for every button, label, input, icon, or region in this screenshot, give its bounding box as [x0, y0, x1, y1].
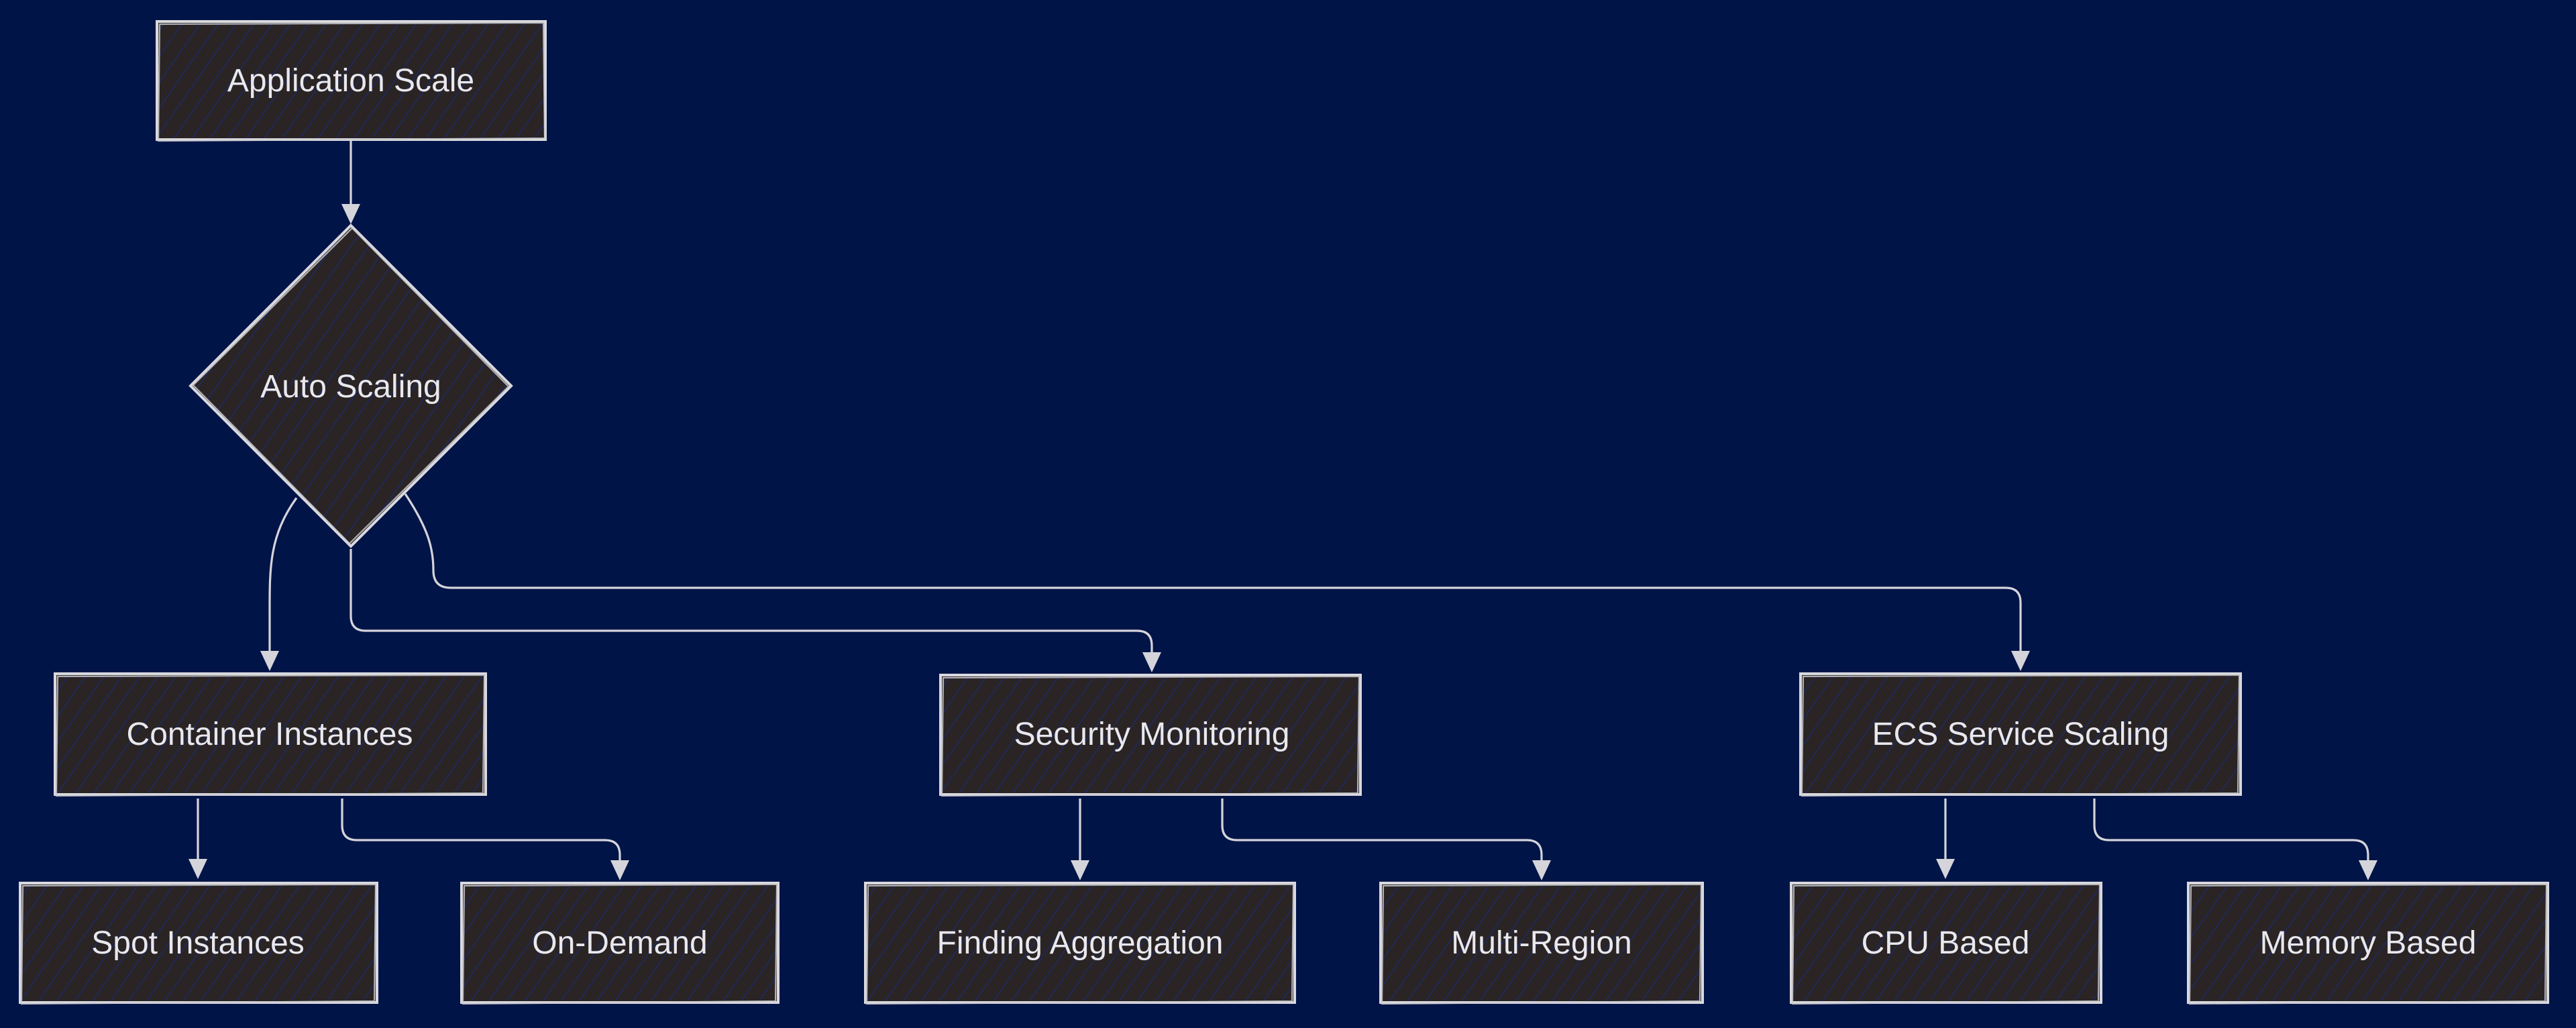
- node-ecs-service-scaling[interactable]: ECS Service Scaling: [1799, 672, 2242, 797]
- node-multi-region[interactable]: Multi-Region: [1379, 882, 1704, 1005]
- node-security-monitoring[interactable]: Security Monitoring: [939, 674, 1362, 797]
- node-label-on-demand: On-Demand: [532, 925, 707, 961]
- edge-security-monitoring-to-finding-aggregation: [1071, 799, 1089, 880]
- node-cpu-based[interactable]: CPU Based: [1790, 882, 2102, 1005]
- edge-auto-scaling-to-ecs-service-scaling: [404, 493, 2030, 671]
- edge-auto-scaling-to-security-monitoring: [350, 549, 1161, 672]
- edge-security-monitoring-to-multi-region: [1221, 799, 1551, 880]
- node-auto-scaling[interactable]: Auto Scaling: [189, 223, 513, 548]
- edge-ecs-service-scaling-to-memory-based: [2093, 799, 2377, 880]
- node-label-auto-scaling: Auto Scaling: [260, 369, 441, 405]
- node-label-multi-region: Multi-Region: [1451, 925, 1631, 961]
- node-label-ecs-service-scaling: ECS Service Scaling: [1872, 717, 2169, 752]
- edge-container-instances-to-on-demand: [341, 799, 629, 880]
- edge-container-instances-to-spot-instances: [189, 799, 207, 879]
- node-spot-instances[interactable]: Spot Instances: [19, 882, 378, 1005]
- node-label-finding-aggregation: Finding Aggregation: [937, 925, 1224, 961]
- edge-application-scale-to-auto-scaling: [341, 141, 360, 224]
- node-label-memory-based: Memory Based: [2260, 925, 2477, 961]
- node-application-scale[interactable]: Application Scale: [156, 20, 547, 142]
- node-label-cpu-based: CPU Based: [1862, 925, 2030, 961]
- node-label-container-instances: Container Instances: [127, 717, 413, 752]
- node-finding-aggregation[interactable]: Finding Aggregation: [864, 882, 1296, 1005]
- node-label-security-monitoring: Security Monitoring: [1014, 717, 1290, 752]
- node-label-spot-instances: Spot Instances: [91, 925, 305, 961]
- edge-ecs-service-scaling-to-cpu-based: [1936, 799, 1955, 879]
- edge-auto-scaling-to-container-instances: [260, 497, 298, 671]
- node-container-instances[interactable]: Container Instances: [54, 672, 487, 797]
- node-memory-based[interactable]: Memory Based: [2187, 882, 2549, 1005]
- node-label-application-scale: Application Scale: [227, 63, 474, 99]
- node-on-demand[interactable]: On-Demand: [460, 882, 780, 1005]
- edges: [189, 141, 2377, 880]
